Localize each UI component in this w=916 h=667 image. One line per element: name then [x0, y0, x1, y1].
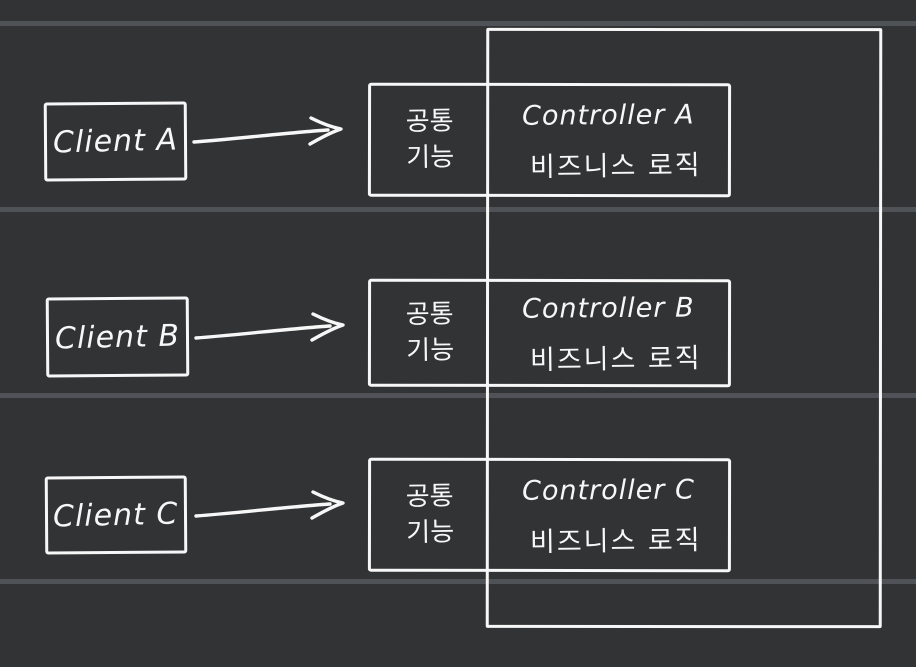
- common-cell: 공통 기능: [371, 282, 489, 384]
- common-label: 공통 기능: [405, 481, 455, 549]
- module-c-box: 공통 기능 Controller C 비즈니스 로직: [367, 457, 732, 573]
- controller-b-cell: Controller B 비즈니스 로직: [489, 282, 728, 384]
- row-separator-line: [0, 579, 916, 584]
- client-b-box: Client B: [45, 296, 190, 378]
- right-arrow-icon: [194, 490, 345, 520]
- right-arrow-icon: [194, 312, 345, 342]
- controller-b-title: Controller B: [522, 292, 695, 325]
- controller-c-title: Controller C: [522, 474, 696, 507]
- module-b-box: 공통 기능 Controller B 비즈니스 로직: [367, 278, 732, 388]
- row-separator-line: [0, 21, 916, 26]
- client-a-label: Client A: [52, 122, 179, 161]
- controller-c-cell: Controller C 비즈니스 로직: [489, 461, 728, 569]
- controller-a-title: Controller A: [522, 99, 695, 132]
- common-cell: 공통 기능: [371, 86, 489, 194]
- client-b-label: Client B: [54, 317, 181, 357]
- client-c-label: Client C: [52, 495, 180, 535]
- module-a-box: 공통 기능 Controller A 비즈니스 로직: [367, 82, 732, 198]
- common-label: 공통 기능: [405, 299, 455, 367]
- client-a-box: Client A: [43, 101, 188, 182]
- right-arrow-icon: [192, 116, 343, 146]
- common-label: 공통 기능: [405, 106, 455, 174]
- business-logic-label: 비즈니스 로직: [529, 149, 702, 183]
- client-c-box: Client C: [44, 475, 188, 555]
- business-logic-label: 비즈니스 로직: [529, 342, 702, 376]
- controller-a-cell: Controller A 비즈니스 로직: [489, 86, 728, 194]
- row-separator-line: [0, 393, 916, 398]
- row-separator-line: [0, 207, 916, 212]
- common-cell: 공통 기능: [371, 461, 489, 569]
- business-logic-label: 비즈니스 로직: [529, 524, 702, 558]
